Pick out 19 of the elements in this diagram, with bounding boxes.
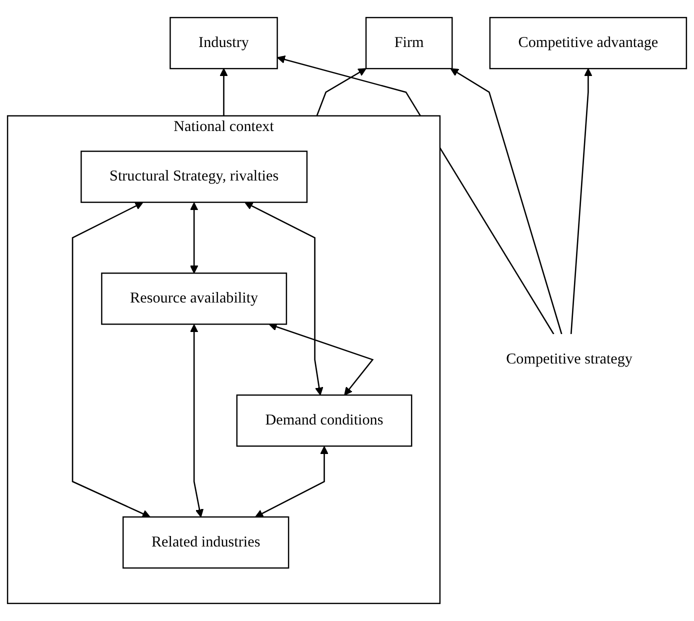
node-box: Firm [365,16,453,70]
arrow [570,68,592,334]
node-box: Resource availability [101,272,288,325]
arrow [220,68,228,116]
arrow [72,202,150,518]
arrow [190,202,198,274]
node-box: Industry [170,16,278,70]
node-box: Competitive advantage [489,16,688,70]
arrow [316,68,366,116]
node-text: Competitive strategy [506,351,632,368]
arrow [255,446,328,518]
arrow [450,68,562,334]
arrow [190,324,204,518]
arrow [268,322,374,396]
arrow [276,55,554,334]
node-box: Demand conditions [236,394,412,447]
node-box: Related industries [122,516,290,569]
arrow [244,202,324,396]
node-box: Structural Strategy, rivalties [80,150,308,203]
